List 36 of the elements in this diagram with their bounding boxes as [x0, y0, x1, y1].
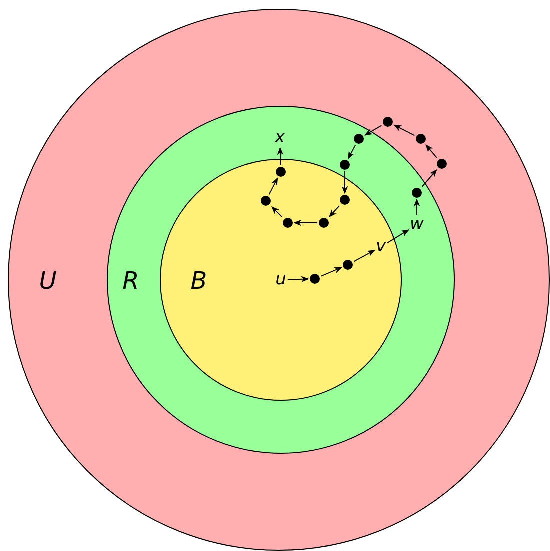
region-label: B — [190, 269, 208, 293]
point-label: w — [410, 216, 424, 234]
path-dot — [319, 218, 329, 228]
arrow — [364, 125, 382, 136]
path-dot — [276, 167, 286, 177]
path-dot — [416, 134, 426, 144]
arrow — [422, 170, 438, 188]
arrow — [272, 206, 282, 218]
arrow — [348, 144, 356, 160]
arrow — [294, 220, 318, 226]
path-dot — [283, 218, 293, 228]
arrow — [386, 230, 410, 244]
path-dot — [261, 196, 271, 206]
point-label: v — [376, 238, 386, 256]
point-label: u — [276, 272, 286, 288]
path-dot — [354, 134, 364, 144]
arrow — [268, 178, 278, 196]
arrow — [329, 206, 340, 218]
region-label: U — [39, 269, 57, 293]
arrow — [320, 267, 342, 277]
point-label: x — [274, 130, 286, 146]
path-dot — [310, 274, 320, 284]
arrow — [277, 147, 284, 166]
arrow — [342, 171, 348, 194]
path-dot — [383, 117, 393, 127]
path-dot — [340, 160, 350, 170]
arrow — [394, 124, 416, 136]
path-dot — [412, 188, 422, 198]
arrow — [414, 198, 420, 216]
arrow — [287, 276, 310, 283]
arrow — [426, 144, 438, 158]
path-dot — [340, 195, 350, 205]
region-label: R — [122, 269, 140, 293]
arrow — [354, 250, 376, 262]
path-dot — [437, 159, 447, 169]
path-dot — [343, 260, 353, 270]
